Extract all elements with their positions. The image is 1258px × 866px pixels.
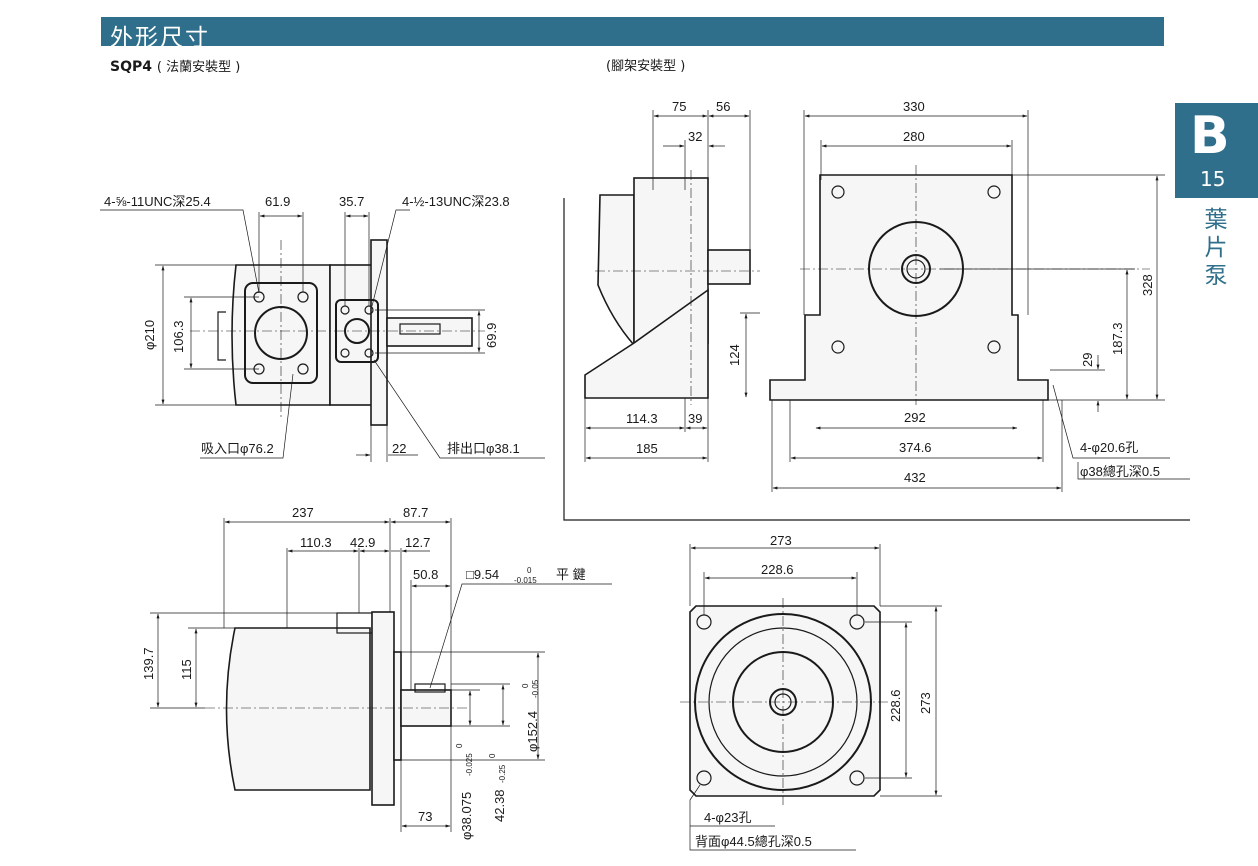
dim-42-9: 42.9 [350,535,375,550]
pilot [393,651,402,761]
dim-87-7: 87.7 [403,505,428,520]
dim-35-7: 35.7 [339,194,364,209]
bracket-front [769,174,1049,401]
flange-dim-228-6-side: 228.6 [888,689,903,722]
flange-holes-note: 4-φ23孔 [704,810,751,825]
dim-185: 185 [636,441,658,456]
model-label: SQP4 ( 法蘭安裝型 ) [110,56,240,75]
page-title: 外形尺寸 [110,25,210,51]
section-tab [1175,103,1258,198]
dim-32: 32 [688,129,702,144]
dim-115: 115 [179,659,194,680]
inlet-bolt-hole [297,363,309,375]
outlet-port-label: 排出口φ38.1 [447,441,520,456]
dim-50-8: 50.8 [413,567,438,582]
dim-139-7: 139.7 [141,647,156,680]
key-size: □9.54 [466,567,499,582]
foot-mount-label: (腳架安裝型 ) [606,59,686,74]
dim-124: 124 [727,344,742,366]
dim-69-9: 69.9 [484,323,499,348]
bracket-bolt-hole [987,185,1001,199]
side-view: 237 87.7 110.3 42.9 12.7 50.8 □9.54 0 -0… [141,505,612,840]
front-view: 4-⅝-11UNC深25.4 4-½-13UNC深23.8 61.9 35.7 … [100,194,545,462]
shaft-tol-bottom: -0.025 [465,753,474,776]
flange-dim-228-6-top: 228.6 [761,562,794,577]
foot-front-view: 330 280 328 187.3 29 292 374.6 432 4-φ20… [769,99,1190,492]
flange-dim-273-top: 273 [770,533,792,548]
dim-432: 432 [904,470,926,485]
section-letter: B [1190,106,1230,166]
flange-bolt-hole [696,770,712,786]
mounting-flange-side [371,611,395,806]
dim-114-3: 114.3 [626,411,658,426]
key-label: 平 鍵 [556,567,586,582]
shaft-key [399,323,441,335]
flange-dim-273-side: 273 [918,692,933,714]
key-height-tol-top: 0 [488,753,497,758]
thread-note-right: 4-½-13UNC深23.8 [402,194,510,209]
dim-39: 39 [688,411,702,426]
pilot-diameter: φ152.4 [525,711,540,752]
dim-12-7: 12.7 [405,535,430,550]
foot-side-view: 75 56 32 124 114.3 39 185 [584,99,760,462]
bracket-bolt-hole [831,185,845,199]
dim-22: 22 [392,441,406,456]
model-name: SQP4 [110,59,152,75]
outlet-bolt-hole [364,348,374,358]
key-height-tol-bottom: -0.25 [498,764,507,783]
shaft-side [707,249,751,285]
dim-110-3: 110.3 [300,535,332,550]
key-tol-top: 0 [527,566,532,575]
pump-body-side [225,627,371,791]
dim-280: 280 [903,129,925,144]
foot-spotface-note: φ38總孔深0.5 [1080,464,1160,479]
flange-bolt-hole [849,770,865,786]
inlet-port-label: 吸入口φ76.2 [201,441,274,456]
bracket-bolt-hole [987,340,1001,354]
bracket-gusset [584,288,709,399]
dim-106-3: 106.3 [171,320,186,353]
body-side-step [217,311,226,361]
dim-187-3: 187.3 [1110,322,1125,355]
section-page-number: 15 [1200,167,1226,191]
dim-73: 73 [418,809,432,824]
flange-view: 273 228.6 228.6 273 4-φ23孔 背面φ44.5總孔深0.5 [680,533,942,851]
foot-mount-frame [563,198,1190,521]
section-category: 葉片泵 [1204,207,1228,289]
model-mount-type: ( 法蘭安裝型 ) [156,60,241,75]
key-tol-bottom: -0.015 [514,576,537,585]
thread-note-left: 4-⅝-11UNC深25.4 [104,194,211,209]
foot-holes-note: 4-φ20.6孔 [1080,440,1138,455]
dim-292: 292 [904,410,926,425]
key-height: 42.38 [492,789,507,822]
dim-237: 237 [292,505,314,520]
dim-29: 29 [1080,353,1095,367]
flange-spotface-note: 背面φ44.5總孔深0.5 [695,834,812,849]
outlet-port [344,318,370,344]
bracket-bolt-hole [831,340,845,354]
dim-374-6: 374.6 [899,440,932,455]
header-bar [101,17,1164,46]
shaft-diameter: φ38.075 [459,792,474,840]
dim-75: 75 [672,99,686,114]
dim-330: 330 [903,99,925,114]
pilot-tol-bottom: -0.05 [531,679,540,698]
dim-phi210: φ210 [142,320,157,350]
flange-square [689,605,881,797]
pilot-tol-top: 0 [521,683,530,688]
dim-56: 56 [716,99,730,114]
shaft-tol-top: 0 [455,743,464,748]
shaft [386,317,473,347]
dim-328: 328 [1140,274,1155,296]
outlet-bolt-hole [340,348,350,358]
dim-61-9: 61.9 [265,194,290,209]
pump-body-side [597,194,635,348]
shaft-key [414,683,446,693]
